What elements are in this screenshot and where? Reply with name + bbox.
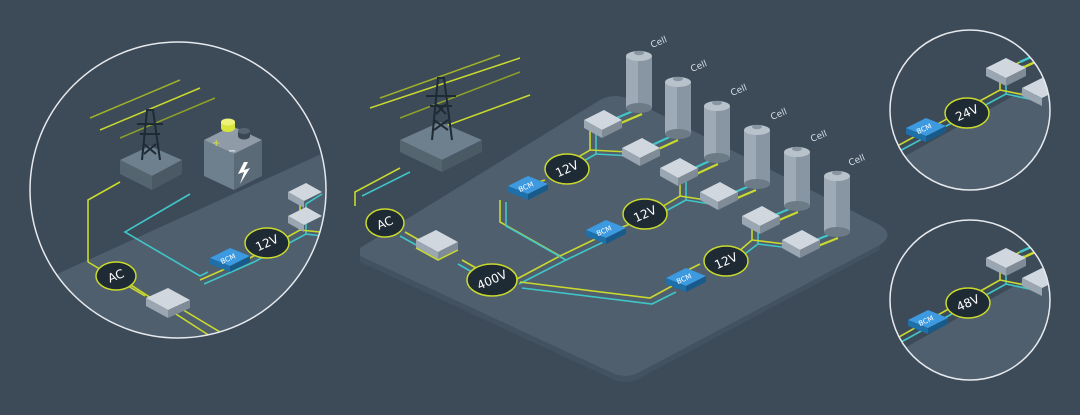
battery-cells bbox=[626, 50, 850, 237]
converter-box bbox=[782, 230, 820, 258]
bcm-module: BCM bbox=[210, 248, 250, 272]
svg-text:AC: AC bbox=[106, 266, 126, 285]
voltage-badge-24v: 24V bbox=[944, 97, 990, 129]
converter-box bbox=[660, 158, 698, 186]
converter-box bbox=[146, 288, 190, 318]
battery-cell bbox=[626, 50, 652, 113]
zoom-circle-48v: BCM 48V bbox=[889, 219, 1051, 381]
battery-cell bbox=[744, 124, 770, 189]
converter-box bbox=[1022, 78, 1050, 106]
cell-label: Cell bbox=[847, 153, 866, 169]
converter-box bbox=[584, 110, 622, 138]
converter-box bbox=[1022, 268, 1050, 296]
svg-text:−: − bbox=[228, 146, 236, 157]
ac-badge: AC bbox=[365, 208, 405, 238]
battery-cell bbox=[824, 170, 850, 237]
voltage-badge-400v: 400V bbox=[466, 263, 518, 297]
battery-cell bbox=[784, 146, 810, 211]
converter-box bbox=[288, 207, 322, 232]
converter-box bbox=[288, 183, 322, 208]
cell-label: Cell bbox=[769, 107, 788, 123]
cell-label: Cell bbox=[809, 129, 828, 145]
voltage-badge-12v: 12V bbox=[544, 153, 590, 185]
battery-icon: + − bbox=[204, 118, 262, 190]
cell-label: Cell bbox=[649, 35, 668, 51]
bcm-module: BCM bbox=[666, 268, 706, 292]
converter-box bbox=[415, 230, 459, 261]
converter-boxes bbox=[415, 110, 820, 261]
pylon-icon bbox=[120, 109, 182, 190]
svg-text:+: + bbox=[212, 138, 220, 149]
pylon-icon bbox=[400, 77, 482, 172]
bcm-module: BCM bbox=[906, 118, 946, 142]
converter-box bbox=[700, 182, 738, 210]
converter-box bbox=[986, 248, 1026, 276]
zoom-circle-24v: BCM 24V bbox=[889, 29, 1051, 191]
bcm-module: BCM bbox=[908, 310, 948, 334]
left-zoom-circle: + − bbox=[29, 41, 327, 339]
voltage-badge-12v: 12V bbox=[703, 245, 749, 277]
converter-box bbox=[742, 206, 780, 234]
svg-text:AC: AC bbox=[375, 213, 395, 232]
bcm-module: BCM bbox=[586, 220, 626, 244]
battery-cell bbox=[665, 76, 691, 139]
battery-cell bbox=[704, 100, 730, 163]
voltage-badge-48v: 48V bbox=[945, 287, 991, 319]
converter-box bbox=[986, 58, 1026, 86]
cell-label: Cell bbox=[729, 83, 748, 99]
main-scene: Cell Cell Cell Cell Cell Cell BCM BCM bbox=[354, 35, 888, 382]
ac-badge: AC bbox=[95, 261, 137, 291]
voltage-badge-12v: 12V bbox=[244, 227, 290, 259]
bcm-module: BCM bbox=[508, 176, 548, 200]
cell-label: Cell bbox=[689, 59, 708, 75]
voltage-badge-12v: 12V bbox=[622, 198, 668, 230]
converter-box bbox=[622, 138, 660, 166]
